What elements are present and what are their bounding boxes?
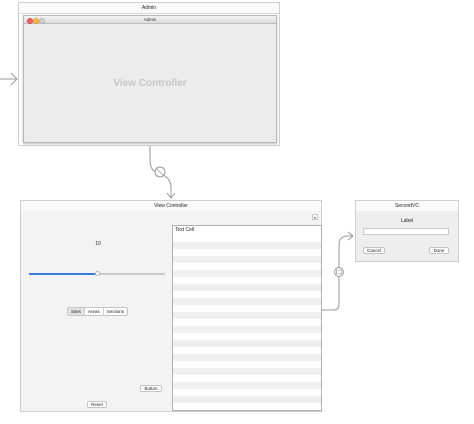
segment-sections[interactable]: Sections <box>106 309 125 314</box>
view-controller-placeholder: View Controller <box>113 78 187 89</box>
table-rows <box>173 235 321 410</box>
chevron-down-icon[interactable]: ▾ <box>312 214 318 220</box>
zoom-icon[interactable] <box>39 17 45 24</box>
segment-areas[interactable]: Areas <box>85 308 104 315</box>
second-label: Label <box>400 218 414 224</box>
button[interactable]: Button <box>140 385 162 392</box>
entry-arrow <box>0 72 18 86</box>
segment-sites[interactable]: Sites <box>68 308 86 315</box>
slider[interactable] <box>29 271 165 277</box>
slider-knob[interactable] <box>94 271 100 276</box>
slider-fill <box>29 273 97 275</box>
second-vc-scene[interactable]: SecondVC Label Cancel Done <box>355 200 459 262</box>
admin-scene-title: Admin <box>19 3 279 14</box>
minimize-icon[interactable] <box>33 17 39 24</box>
admin-window-title: Admin <box>143 17 157 22</box>
done-button[interactable]: Done <box>429 247 449 254</box>
admin-window-titlebar: Admin <box>24 16 276 24</box>
reset-button[interactable]: Reset <box>87 401 107 408</box>
segue-admin-to-vc[interactable] <box>149 146 176 199</box>
segue-vc-to-second[interactable] <box>322 231 354 311</box>
admin-window[interactable]: Admin View Controller <box>23 15 277 143</box>
second-vc-content: Label Cancel Done <box>356 211 458 261</box>
text-field[interactable] <box>363 228 449 235</box>
admin-scene[interactable]: Admin Admin View Controller <box>18 2 280 146</box>
close-icon[interactable] <box>27 17 33 24</box>
cancel-button[interactable]: Cancel <box>363 247 385 254</box>
value-label: 10 <box>95 241 101 247</box>
table-cell-text[interactable]: Text Cell <box>175 227 195 233</box>
table-view[interactable]: Text Cell <box>172 225 322 411</box>
